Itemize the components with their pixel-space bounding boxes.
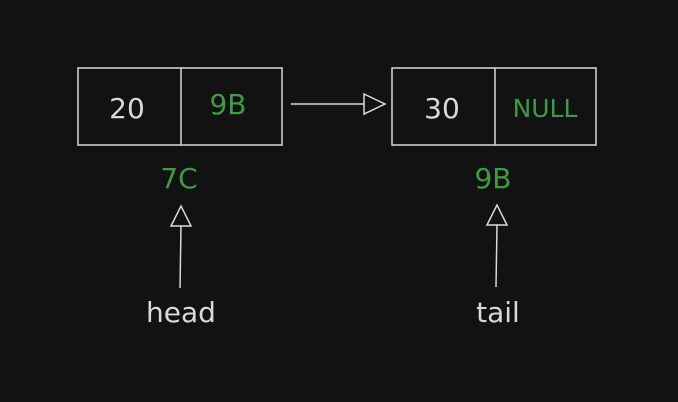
head-pointer-arrowhead [169, 204, 193, 227]
head-pointer-line [179, 225, 182, 289]
node-1: 20 9B [77, 67, 283, 146]
node-2: 30 NULL [391, 67, 597, 146]
tail-pointer-arrow [485, 203, 509, 288]
node-2-next-pointer: NULL [513, 94, 578, 123]
node-1-value: 20 [109, 92, 145, 125]
tail-pointer-arrowhead [485, 203, 509, 226]
node-2-box [391, 67, 597, 146]
head-label: head [146, 296, 216, 329]
next-link-arrowhead [363, 92, 387, 116]
node-1-next-pointer: 9B [209, 88, 246, 121]
next-link-arrow [291, 92, 387, 116]
tail-label: tail [476, 296, 520, 329]
head-pointer-arrow [169, 204, 193, 289]
node-1-address: 7C [160, 162, 197, 195]
tail-pointer-line [495, 224, 498, 288]
node-2-value: 30 [424, 92, 460, 125]
node-1-box [77, 67, 283, 146]
node-2-address: 9B [474, 162, 511, 195]
